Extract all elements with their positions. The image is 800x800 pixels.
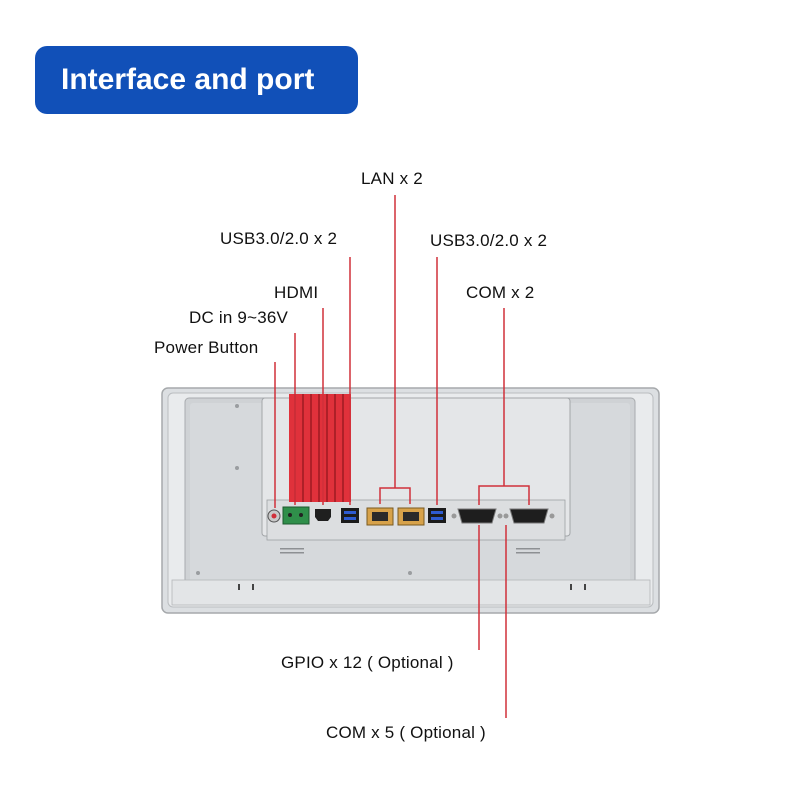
com-port-2: [503, 508, 555, 524]
red-heatsink: [289, 394, 351, 502]
vent-dots: [280, 548, 540, 554]
dc-in-port: [282, 506, 310, 525]
usb-port-right: [428, 508, 446, 523]
mounting-slots: [238, 584, 586, 590]
label-usb-left: USB3.0/2.0 x 2: [220, 229, 338, 248]
hdmi-port: [315, 509, 331, 521]
label-com: COM x 2: [466, 283, 535, 302]
section-title-banner: Interface and port: [35, 46, 358, 114]
label-power-button: Power Button: [154, 338, 259, 357]
lan-port-2: [397, 507, 425, 526]
label-com-optional: COM x 5 ( Optional ): [326, 723, 486, 742]
callout-lines: [274, 195, 530, 718]
label-lan: LAN x 2: [361, 169, 423, 188]
label-usb-right: USB3.0/2.0 x 2: [430, 231, 548, 250]
section-title: Interface and port: [61, 63, 315, 96]
com-port-1: [451, 508, 503, 524]
label-gpio: GPIO x 12 ( Optional ): [281, 653, 454, 672]
label-hdmi: HDMI: [274, 283, 319, 302]
lan-port-1: [366, 507, 394, 526]
usb-port-left: [341, 508, 359, 523]
power-button-port: [267, 509, 281, 523]
label-dc-in: DC in 9~36V: [189, 308, 289, 327]
